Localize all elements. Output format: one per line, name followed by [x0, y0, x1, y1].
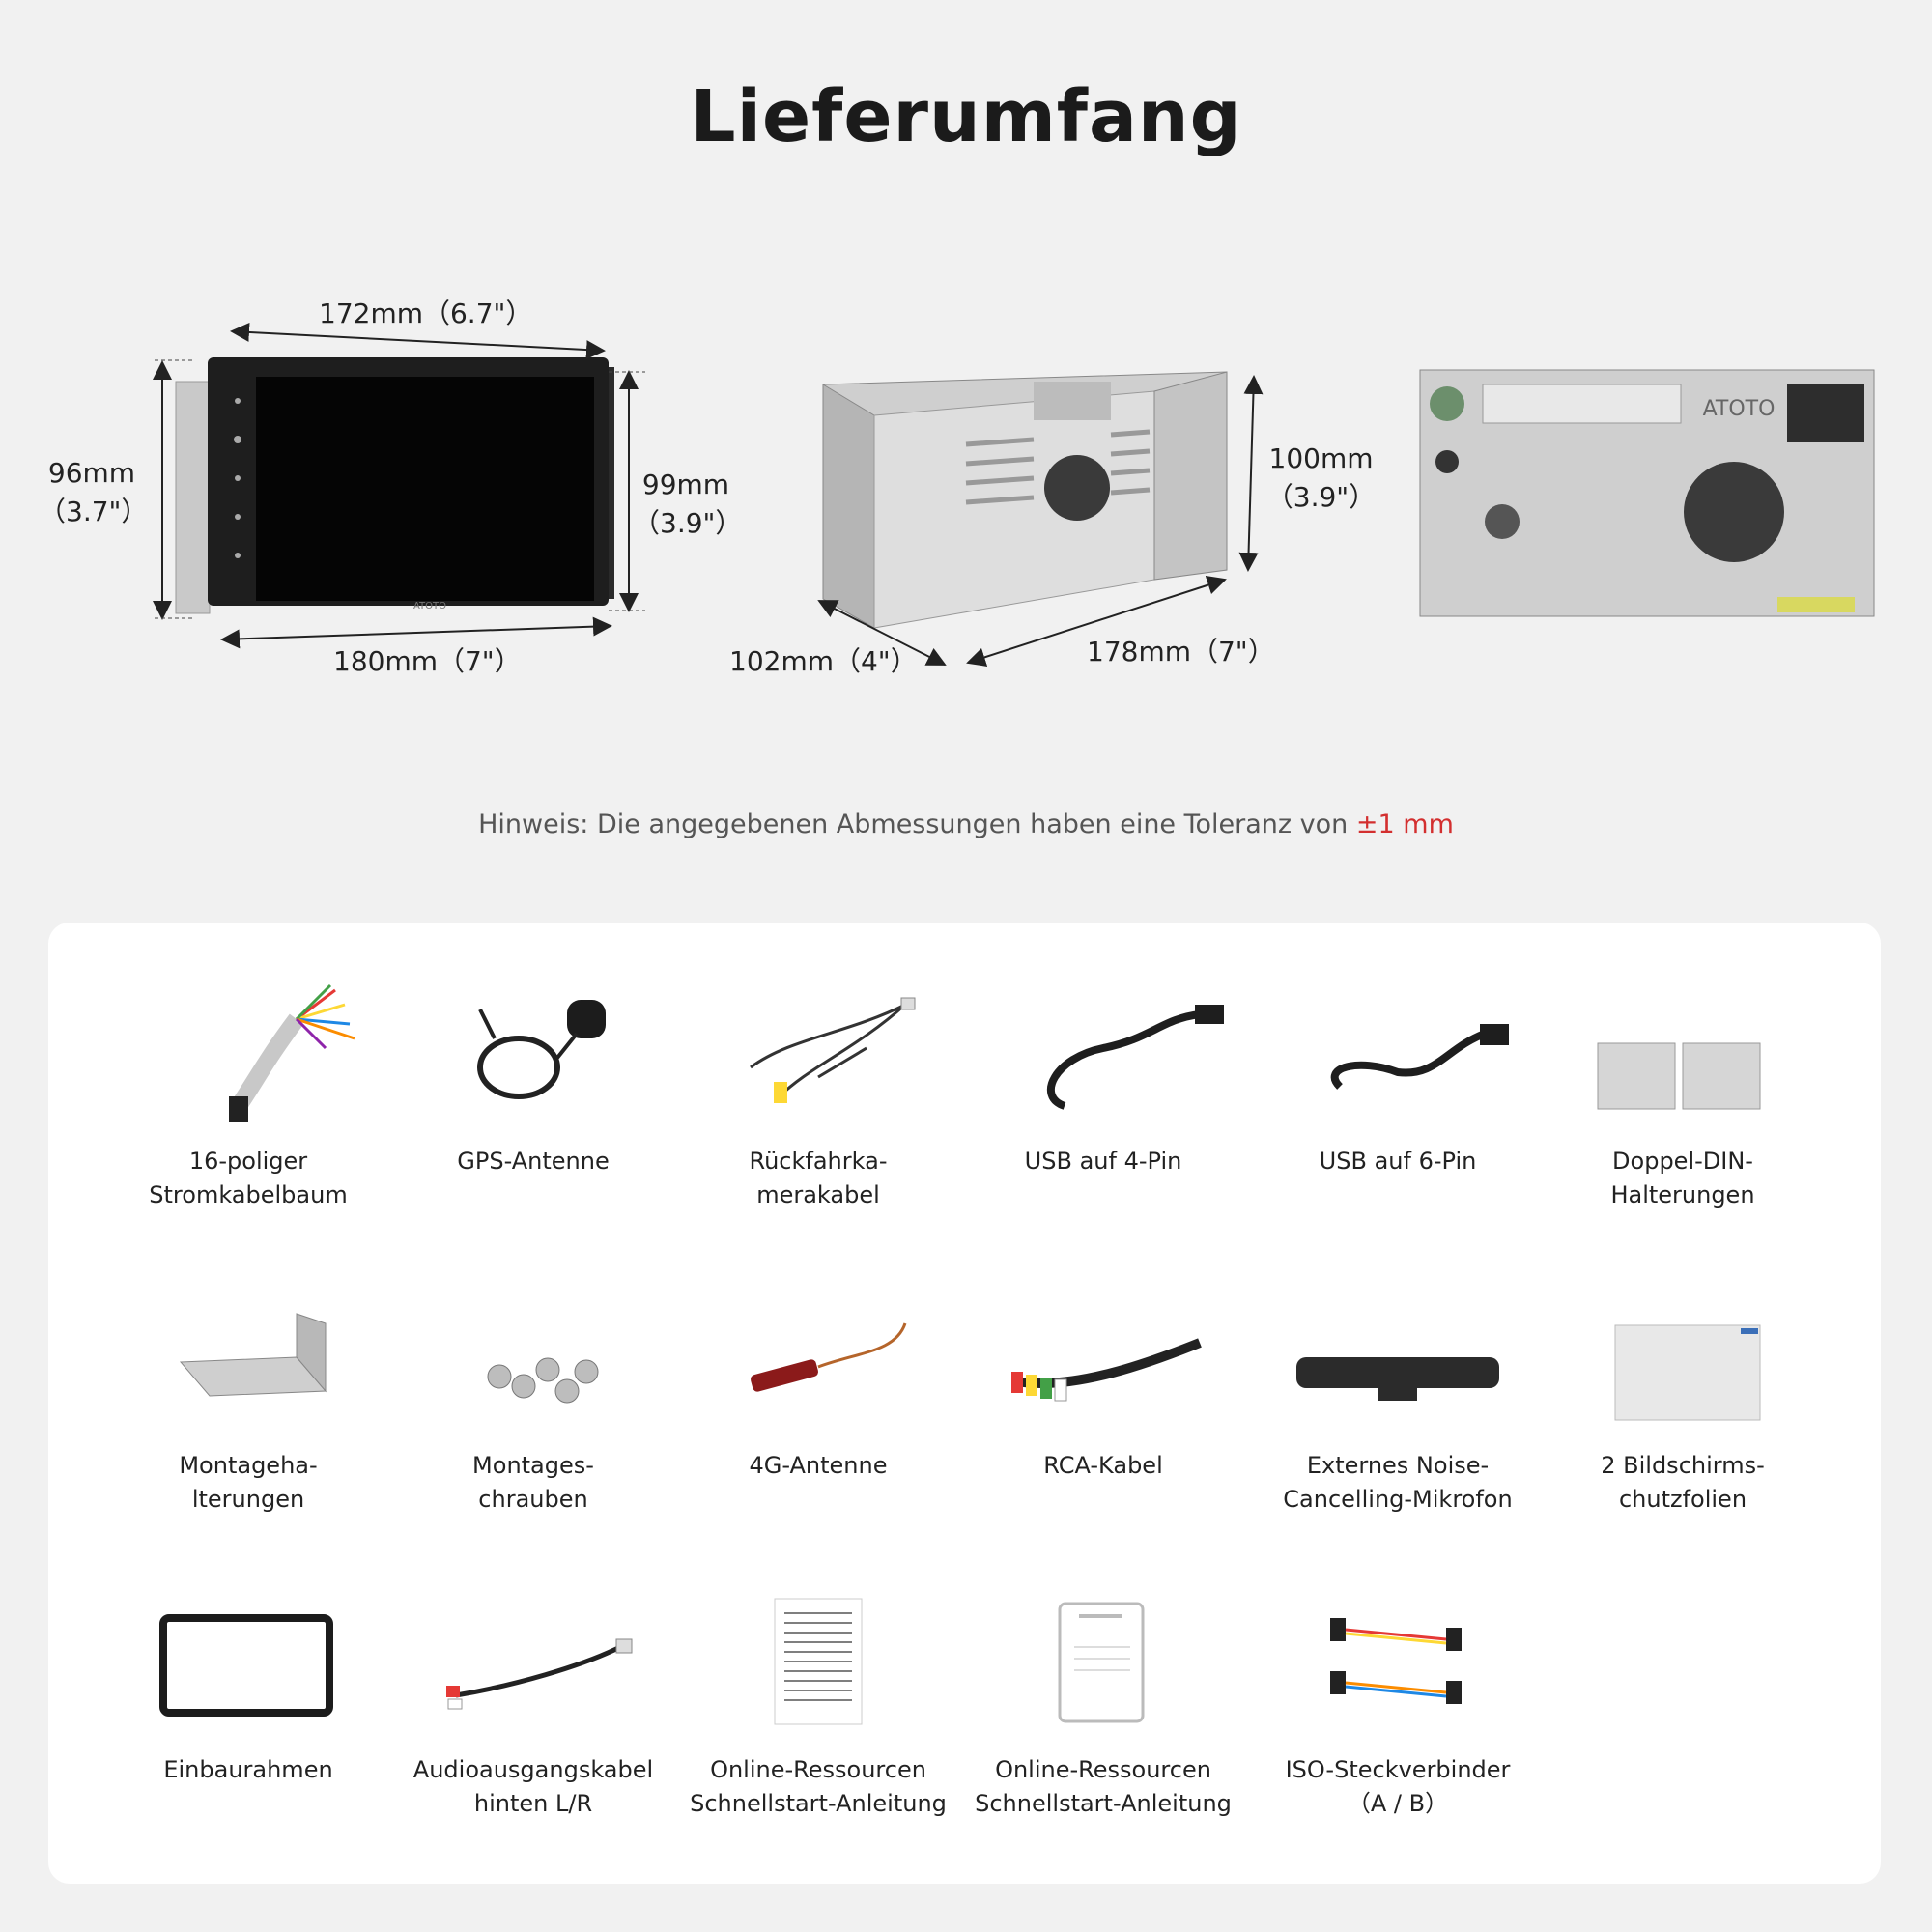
front-height-left-in: （3.7"） [39, 496, 149, 527]
svg-text:ATOTO: ATOTO [1703, 397, 1776, 421]
tolerance-value: ±1 mm [1355, 810, 1454, 839]
item-label: GPS-Antenne [457, 1148, 610, 1175]
audio-cable-icon [388, 1589, 678, 1744]
front-height-right-in: （3.9"） [633, 507, 743, 539]
screws-icon [388, 1285, 678, 1439]
item-label: 4G-Antenne [749, 1452, 888, 1479]
tolerance-note: Hinweis: Die angegebenen Abmessungen hab… [0, 810, 1932, 839]
quickstart-card-icon [958, 1589, 1248, 1744]
head-unit-rear-image: ATOTO [1419, 369, 1875, 617]
mounting-bracket-icon [103, 1285, 393, 1439]
item-label: USB auf 4-Pin [1024, 1148, 1182, 1175]
usb-6pin-icon [1253, 980, 1543, 1135]
cage-height-label: 100mm （3.9"） [1265, 440, 1377, 517]
front-width-bottom-label: 180mm（7"） [333, 645, 522, 677]
front-height-left-label: 96mm （3.7"） [39, 454, 149, 531]
cage-height-mm: 100mm [1268, 442, 1374, 474]
iso-connector-icon [1253, 1589, 1543, 1744]
tolerance-note-text: Hinweis: Die angegebenen Abmessungen hab… [478, 810, 1349, 839]
item-label: Montageha-lterungen [179, 1452, 318, 1513]
item-label: 2 Bildschirms-chutzfolien [1601, 1452, 1765, 1513]
4g-antenna-icon [673, 1285, 963, 1439]
item-label: Rückfahrka-merakabel [749, 1148, 888, 1208]
item-label: ISO-Steckverbinder（A / B） [1285, 1756, 1511, 1817]
cage-height-in: （3.9"） [1265, 481, 1377, 513]
item-label: Doppel-DIN-Halterungen [1610, 1148, 1755, 1208]
front-height-right-label: 99mm （3.9"） [633, 466, 743, 543]
front-height-right-mm: 99mm [641, 469, 730, 500]
cage-depth-label: 102mm（4"） [729, 645, 918, 677]
front-width-top-label: 172mm（6.7"） [319, 298, 533, 329]
manual-icon [673, 1589, 963, 1744]
item-label: USB auf 6-Pin [1319, 1148, 1477, 1175]
frame-icon [103, 1589, 393, 1744]
gps-antenna-icon [388, 980, 678, 1135]
svg-text:ATOTO: ATOTO [413, 601, 446, 611]
item-label: Montages-chrauben [472, 1452, 594, 1513]
mounting-cage-image [822, 371, 1228, 629]
double-din-bracket-icon [1538, 980, 1828, 1135]
item-label: RCA-Kabel [1043, 1452, 1163, 1479]
microphone-icon [1253, 1285, 1543, 1439]
cage-width-label: 178mm（7"） [1087, 636, 1275, 668]
dimension-drawings: ATOTO [0, 0, 1932, 773]
camera-cable-icon [673, 980, 963, 1135]
dimension-illustration: ATOTO [153, 322, 1875, 667]
item-label: Einbaurahmen [163, 1756, 333, 1783]
rca-cable-icon [958, 1285, 1248, 1439]
front-height-left-mm: 96mm [47, 457, 136, 489]
item-label: Externes Noise-Cancelling-Mikrofon [1283, 1452, 1513, 1513]
head-unit-front-image: ATOTO [175, 357, 614, 614]
power-harness-icon [103, 980, 393, 1135]
screen-protector-icon [1538, 1285, 1828, 1439]
usb-4pin-icon [958, 980, 1248, 1135]
page-title: Lieferumfang [690, 75, 1242, 158]
